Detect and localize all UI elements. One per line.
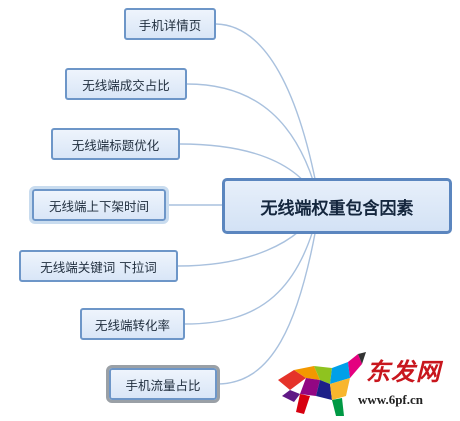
branch-label: 手机流量占比	[125, 377, 201, 393]
branch-label: 无线端上下架时间	[48, 198, 149, 214]
branch-label: 无线端标题优化	[71, 137, 160, 153]
branch-node-mobile-detail-page[interactable]: 手机详情页	[124, 8, 216, 40]
connector-line-2	[186, 83, 321, 206]
connector-line-7	[216, 204, 321, 385]
branch-label: 无线端关键词 下拉词	[40, 259, 157, 275]
branch-node-wireless-title-optimization[interactable]: 无线端标题优化	[51, 128, 180, 160]
connector-line-1	[215, 23, 321, 206]
branch-node-mobile-traffic-ratio[interactable]: 手机流量占比	[106, 365, 220, 403]
branch-node-wireless-listing-time[interactable]: 无线端上下架时间	[29, 186, 169, 224]
bull-logo-icon	[278, 352, 366, 416]
watermark-url-text: www.6pf.cn	[358, 392, 424, 407]
site-watermark: 东发网 www.6pf.cn	[270, 350, 460, 421]
branch-label: 手机详情页	[138, 17, 202, 33]
central-topic-label: 无线端权重包含因素	[260, 198, 414, 219]
branch-label: 无线端成交占比	[82, 77, 170, 93]
branch-label: 无线端转化率	[94, 317, 170, 333]
branch-node-wireless-keywords[interactable]: 无线端关键词 下拉词	[19, 250, 178, 282]
branch-node-wireless-conversion-rate[interactable]: 无线端转化率	[80, 308, 185, 340]
central-topic-node[interactable]: 无线端权重包含因素	[222, 178, 452, 234]
branch-node-wireless-deal-ratio[interactable]: 无线端成交占比	[65, 68, 187, 100]
watermark-brand-text: 东发网	[366, 357, 441, 386]
